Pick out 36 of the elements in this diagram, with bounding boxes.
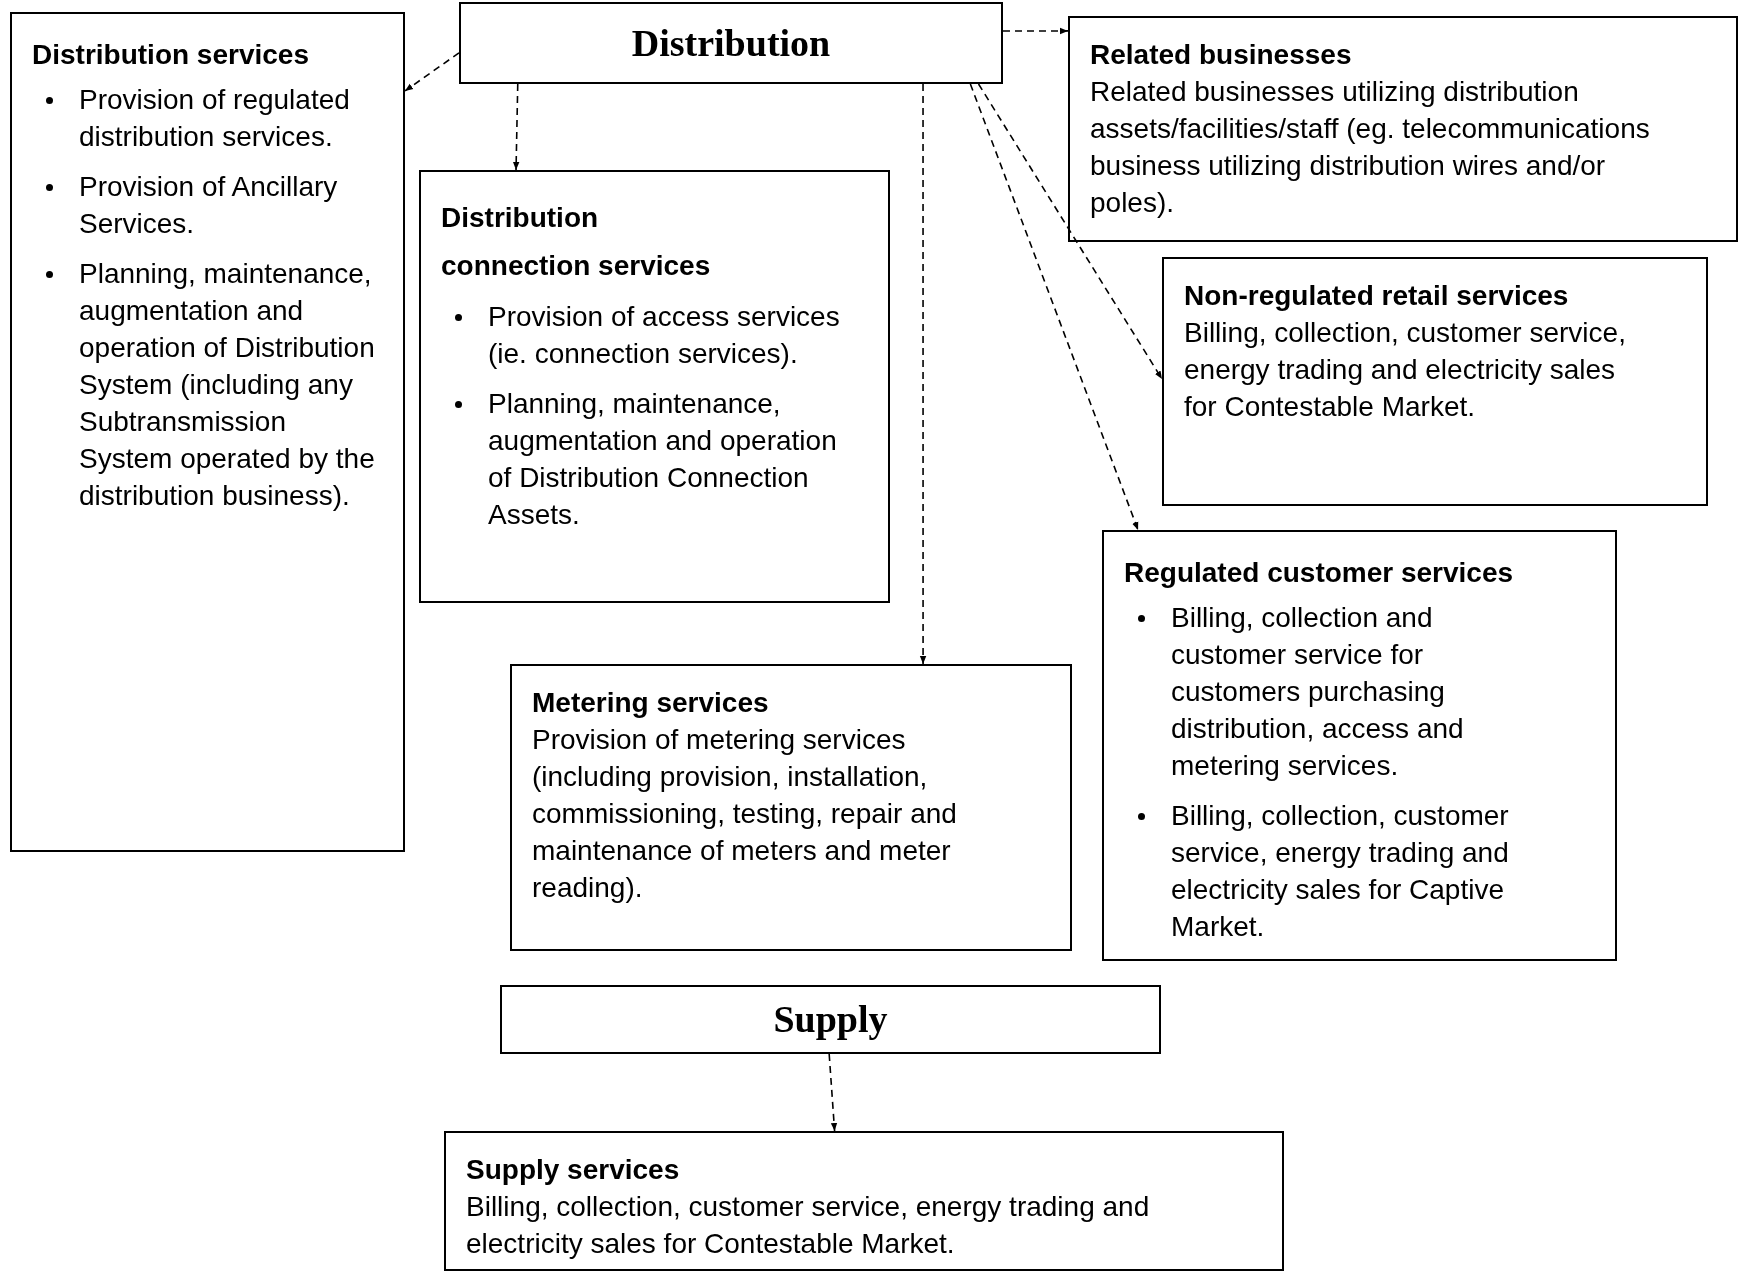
dashed-arrow bbox=[977, 83, 1163, 380]
dashed-arrow bbox=[969, 83, 1139, 531]
bullet-text: Billing, collection, customer service, energy trading and electricity sales for Captive Market. bbox=[1171, 799, 1510, 944]
box-heading: Supply services bbox=[466, 1153, 681, 1187]
bullet-text: Provision of regulated distribution services. bbox=[79, 83, 351, 154]
bullet-text: Billing, collection and customer service for customers purchasing distribution, access and metering services. bbox=[1171, 601, 1465, 783]
service-box bbox=[1162, 257, 1708, 506]
service-box bbox=[444, 1131, 1284, 1271]
title-box bbox=[459, 2, 1003, 84]
bullet-text: Planning, maintenance, augmentation and operation of Distribution System (including any Subtransmission System operated by the distribution business). bbox=[79, 257, 376, 513]
box-description: Provision of metering services (including provision, installation, commissioning, testing, repair and maintenance of meters and meter reading). bbox=[532, 723, 958, 905]
box-heading: Regulated customer services bbox=[1124, 556, 1515, 590]
title-text: Supply bbox=[773, 1001, 888, 1038]
box-heading: Distribution connection services bbox=[441, 201, 712, 283]
box-heading: Metering services bbox=[532, 686, 770, 720]
bullet-text: Provision of Ancillary Services. bbox=[79, 170, 339, 241]
box-description: Related businesses utilizing distribution assets/facilities/staff (eg. telecommunications business utilizing distribution wires and/or poles). bbox=[1090, 75, 1651, 220]
service-box bbox=[1068, 16, 1738, 242]
dashed-arrow bbox=[1002, 27, 1069, 35]
bullet-text: Planning, maintenance, augmentation and operation of Distribution Connection Assets. bbox=[488, 387, 838, 532]
title-box bbox=[500, 985, 1161, 1054]
service-box bbox=[1102, 530, 1617, 961]
service-box bbox=[10, 12, 405, 852]
dashed-arrow bbox=[513, 83, 520, 171]
title-text: Distribution bbox=[631, 24, 831, 62]
service-box bbox=[510, 664, 1072, 951]
dashed-arrow bbox=[828, 1053, 838, 1132]
bullet-text: Provision of access services (ie. connection services). bbox=[488, 300, 841, 371]
dashed-arrow bbox=[919, 83, 927, 665]
box-heading: Distribution services bbox=[32, 38, 310, 72]
service-box bbox=[419, 170, 890, 603]
box-description: Billing, collection, customer service, energy trading and electricity sales for Contestable Market. bbox=[1184, 316, 1627, 424]
box-heading: Non-regulated retail services bbox=[1184, 279, 1570, 313]
box-heading: Related businesses bbox=[1090, 38, 1353, 72]
box-description: Billing, collection, customer service, energy trading and electricity sales for Contestable Market. bbox=[466, 1190, 1151, 1261]
dashed-arrow bbox=[404, 52, 460, 92]
